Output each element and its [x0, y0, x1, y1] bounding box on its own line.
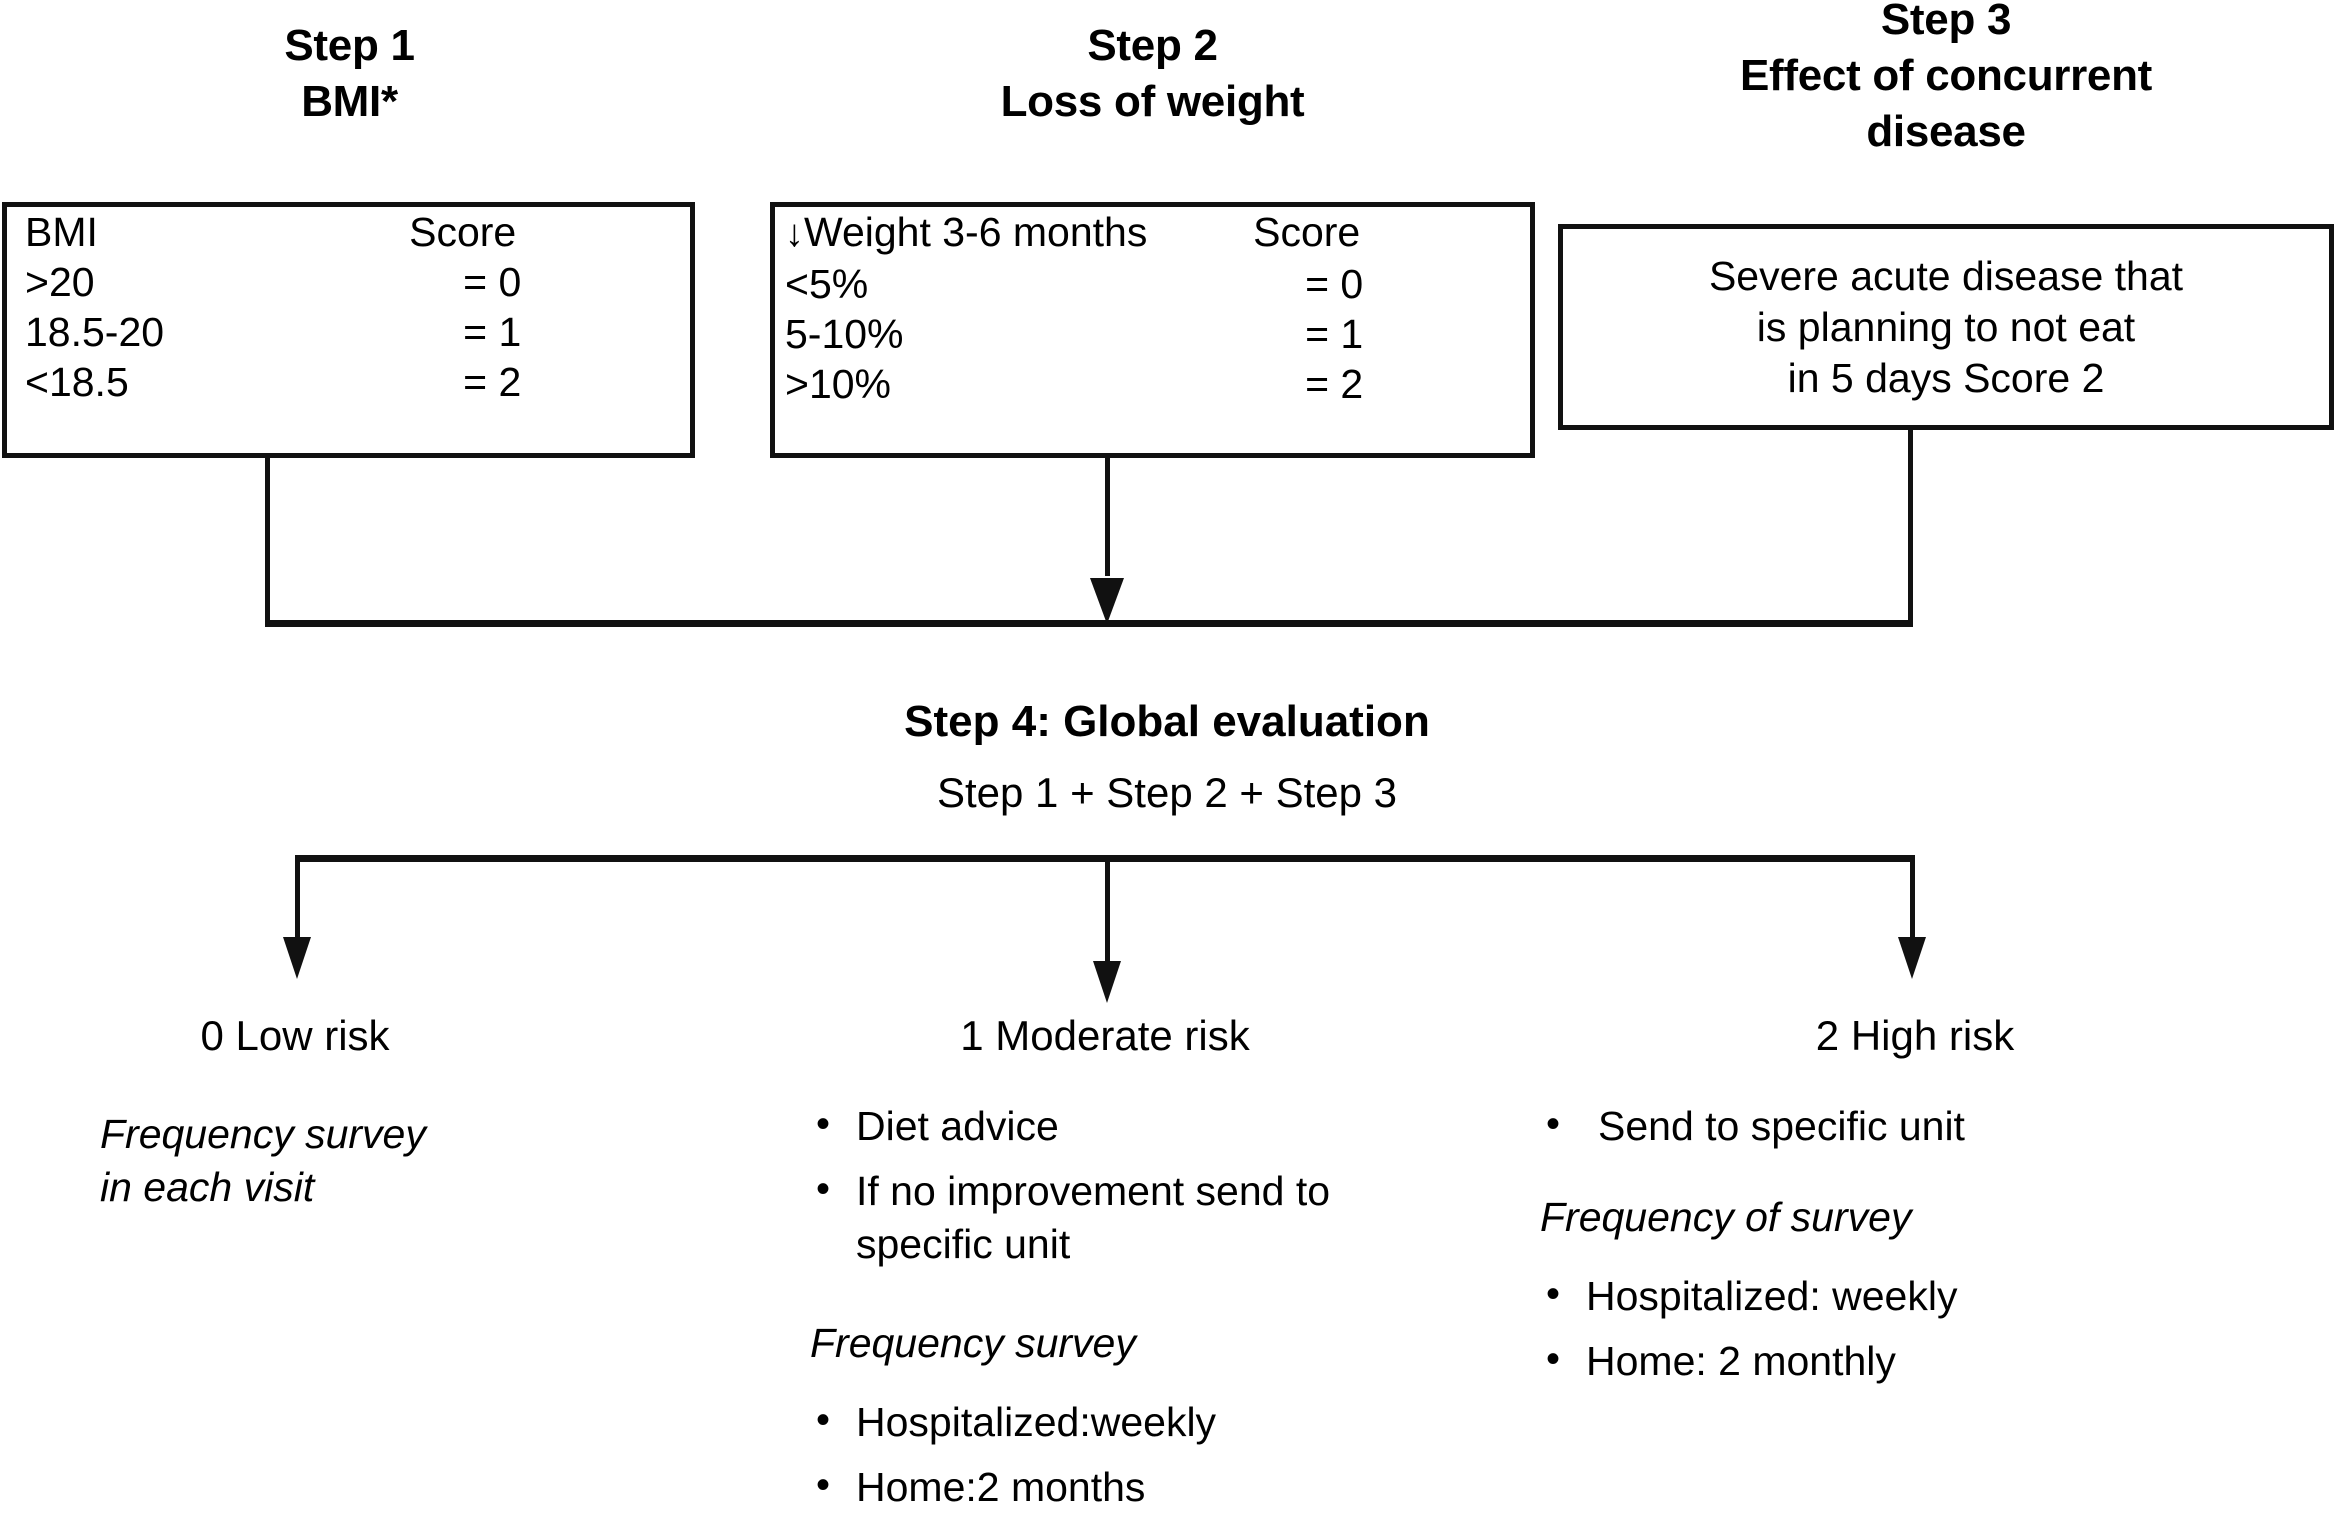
table-row: >20 = 0	[7, 257, 690, 307]
step4-title: Step 4: Global evaluation	[0, 694, 2334, 750]
down-arrow-icon: ↓	[785, 213, 804, 255]
low-risk-italic-line2: in each visit	[100, 1164, 315, 1210]
list-item: Hospitalized:weekly	[810, 1394, 1430, 1449]
outcome-body-low-risk: Frequency survey in each visit	[100, 1108, 620, 1214]
high-risk-italic-label: Frequency of survey	[1540, 1194, 1912, 1240]
step2-row2-score: = 2	[1305, 361, 1364, 407]
spacer	[810, 1283, 1430, 1317]
table-row: 18.5-20 = 1	[7, 307, 690, 357]
low-risk-italic-line1: Frequency survey	[100, 1111, 426, 1157]
step3-title: Step 3 Effect of concurrent disease	[1558, 0, 2334, 160]
outcome-body-moderate-risk: Diet advice If no improvement send to sp…	[810, 1098, 1430, 1519]
moderate-risk-heading-text: 1 Moderate risk	[960, 1012, 1250, 1059]
list-item: If no improvement send to specific unit	[810, 1163, 1430, 1271]
low-risk-heading-text: 0 Low risk	[200, 1012, 390, 1059]
step3-title-line3: disease	[1866, 107, 2026, 156]
step2-row2-label: >10%	[785, 361, 892, 407]
table-row: 5-10% = 1	[775, 309, 1530, 359]
step1-title-line2: BMI*	[301, 77, 398, 126]
connector-merge-bar	[265, 620, 1913, 627]
connector-step2-down	[1105, 458, 1110, 576]
step2-score-table: ↓Weight 3-6 months Score <5% = 0 5-10% =…	[775, 207, 1530, 409]
step3-box-line2: is planning to not eat	[1756, 304, 2136, 350]
moderate-risk-bullets-primary: Diet advice If no improvement send to sp…	[810, 1098, 1430, 1271]
high-risk-bullets-primary: Send to specific unit	[1540, 1098, 2200, 1153]
step1-row1-score: = 1	[463, 309, 522, 355]
high-risk-heading-text: 2 High risk	[1815, 1012, 2015, 1059]
spacer	[1540, 1165, 2200, 1191]
step2-header-score: Score	[1253, 209, 1361, 255]
high-risk-bullets-frequency: Hospitalized: weekly Home: 2 monthly	[1540, 1268, 2200, 1388]
connector-step1-down	[265, 458, 270, 626]
step1-header-bmi: BMI	[25, 209, 98, 255]
spacer	[810, 1370, 1430, 1396]
step1-score-table: BMI Score >20 = 0 18.5-20 = 1 <18.5 = 2	[7, 207, 690, 407]
outcome-heading-low-risk: 0 Low risk	[60, 1010, 530, 1062]
arrow-to-high-risk	[1898, 937, 1926, 979]
arrow-to-low-risk	[283, 937, 311, 979]
step1-row2-score: = 2	[463, 359, 522, 405]
step1-title: Step 1 BMI*	[2, 18, 697, 130]
step1-title-line1: Step 1	[284, 21, 415, 70]
step3-disease-box: Severe acute disease that is planning to…	[1558, 224, 2334, 430]
arrow-merge-to-step4	[1090, 578, 1124, 624]
list-item: Home:2 months	[810, 1459, 1430, 1514]
step1-row1-label: 18.5-20	[25, 309, 165, 355]
outcome-heading-high-risk: 2 High risk	[1680, 1010, 2150, 1062]
connector-step3-down	[1908, 430, 1913, 626]
step3-box-line3: in 5 days Score 2	[1787, 355, 2105, 401]
arrow-to-moderate-risk	[1093, 961, 1121, 1003]
table-row: <5% = 0	[775, 259, 1530, 309]
list-item: Send to specific unit	[1540, 1098, 2200, 1153]
step3-box-line1: Severe acute disease that	[1708, 253, 2184, 299]
table-row: >10% = 2	[775, 359, 1530, 409]
step2-row1-label: 5-10%	[785, 311, 904, 357]
step2-row0-score: = 0	[1305, 261, 1364, 307]
table-row-header: BMI Score	[7, 207, 690, 257]
step3-title-line1: Step 3	[1880, 0, 2012, 44]
step4-title-text: Step 4: Global evaluation	[904, 697, 1430, 746]
step2-title-line1: Step 2	[1087, 21, 1218, 70]
step2-header-weight: ↓Weight 3-6 months	[775, 207, 1243, 259]
step1-header-score: Score	[409, 209, 517, 255]
step1-row0-score: = 0	[463, 259, 522, 305]
step1-row0-label: >20	[25, 259, 95, 305]
table-row: <18.5 = 2	[7, 357, 690, 407]
list-item: Hospitalized: weekly	[1540, 1268, 2200, 1323]
moderate-risk-bullets-frequency: Hospitalized:weekly Home:2 months	[810, 1394, 1430, 1514]
outcome-body-high-risk: Send to specific unit Frequency of surve…	[1540, 1098, 2200, 1400]
step3-title-line2: Effect of concurrent	[1739, 51, 2153, 100]
step2-header-label: Weight 3-6 months	[804, 209, 1148, 255]
branch-line-high	[1910, 855, 1915, 943]
table-row-header: ↓Weight 3-6 months Score	[775, 207, 1530, 259]
step1-score-box: BMI Score >20 = 0 18.5-20 = 1 <18.5 = 2	[2, 202, 695, 458]
outcome-heading-moderate-risk: 1 Moderate risk	[870, 1010, 1340, 1062]
step2-row1-score: = 1	[1305, 311, 1364, 357]
step4-formula: Step 1 + Step 2 + Step 3	[0, 766, 2334, 820]
list-item: Home: 2 monthly	[1540, 1333, 2200, 1388]
step4-formula-text: Step 1 + Step 2 + Step 3	[936, 769, 1397, 816]
moderate-risk-italic-label: Frequency survey	[810, 1320, 1136, 1366]
list-item: Diet advice	[810, 1098, 1430, 1153]
step2-title: Step 2 Loss of weight	[770, 18, 1535, 130]
step2-title-line2: Loss of weight	[1000, 77, 1305, 126]
step2-row0-label: <5%	[785, 261, 869, 307]
spacer	[1540, 1244, 2200, 1270]
step2-score-box: ↓Weight 3-6 months Score <5% = 0 5-10% =…	[770, 202, 1535, 458]
branch-line-moderate	[1105, 855, 1110, 967]
branch-line-low	[295, 855, 300, 943]
step1-row2-label: <18.5	[25, 359, 129, 405]
